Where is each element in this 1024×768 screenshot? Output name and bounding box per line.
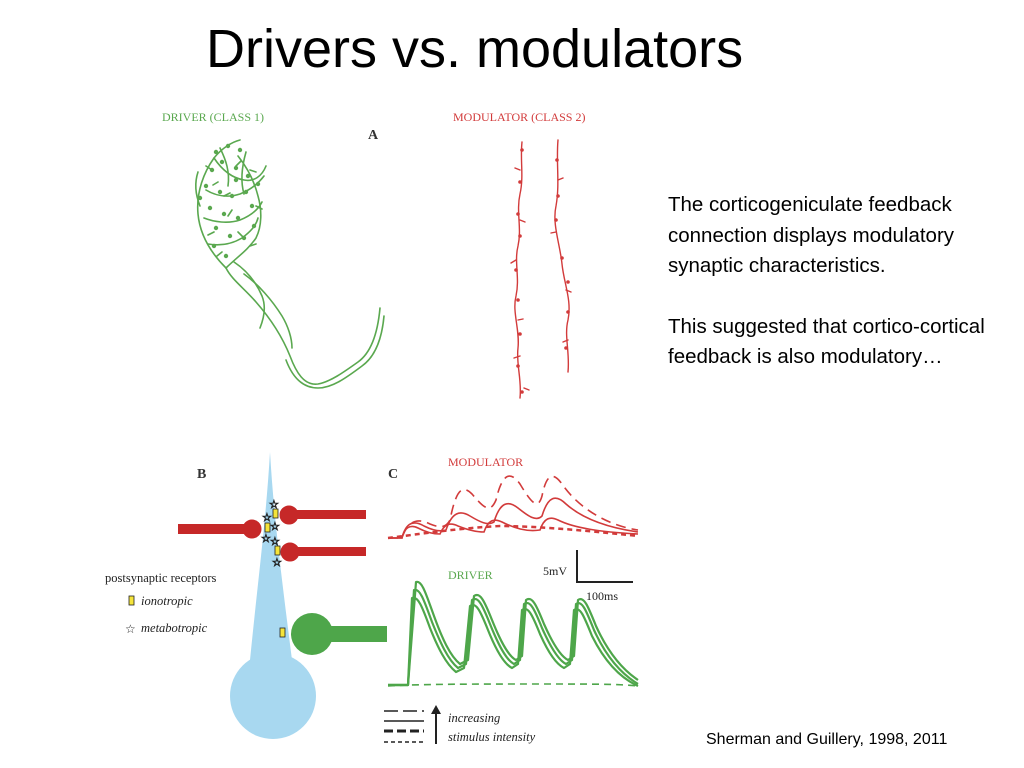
svg-text:☆: ☆ — [261, 533, 271, 545]
intensity-legend-line2: stimulus intensity — [448, 730, 536, 744]
driver-boutons — [197, 143, 261, 259]
svg-text:☆: ☆ — [272, 557, 282, 569]
modulator-traces — [387, 475, 639, 540]
modulator-axons — [510, 139, 572, 399]
svg-text:☆: ☆ — [270, 536, 280, 548]
metabotropic-receptors: ☆ ☆ ☆ ☆ ☆ ☆ — [261, 499, 283, 570]
scale-voltage: 5mV — [543, 564, 567, 578]
panel-c: C MODULATOR 5mV 100ms DRIVER — [384, 455, 639, 744]
panel-c-modulator-label: MODULATOR — [448, 455, 523, 469]
panel-b: B ☆ ☆ ☆ ☆ ☆ — [105, 452, 387, 739]
metabotropic-legend-icon: ☆ — [125, 622, 136, 636]
ionotropic-legend-icon — [128, 595, 135, 606]
legend-ionotropic: ionotropic — [141, 594, 193, 608]
svg-text:☆: ☆ — [269, 499, 279, 511]
panel-a-modulator-label: MODULATOR (CLASS 2) — [453, 110, 585, 124]
ionotropic-receptors — [264, 508, 286, 638]
paragraph-1: The corticogeniculate feedback connectio… — [668, 193, 955, 277]
driver-traces — [387, 580, 639, 688]
paragraph-2: This suggested that cortico-cortical fee… — [668, 314, 985, 369]
modulator-terminals — [178, 505, 366, 562]
panel-a: DRIVER (CLASS 1) A MODULATOR (CLASS 2) — [162, 110, 585, 399]
receptor-legend-title: postsynaptic receptors — [105, 571, 217, 585]
legend-metabotropic: metabotropic — [141, 621, 208, 635]
driver-terminal — [291, 613, 387, 655]
citation: Sherman and Guillery, 1998, 2011 — [706, 731, 948, 748]
cell-soma — [230, 653, 316, 739]
panel-b-letter: B — [197, 467, 206, 482]
driver-axon-arbor — [195, 139, 385, 389]
svg-text:☆: ☆ — [262, 512, 272, 524]
panel-a-driver-label: DRIVER (CLASS 1) — [162, 110, 264, 124]
panel-a-letter: A — [368, 128, 379, 143]
dendrite — [250, 452, 292, 660]
body-text: The corticogeniculate feedback connectio… — [668, 190, 1013, 403]
scale-bar — [576, 550, 633, 583]
panel-c-driver-label: DRIVER — [448, 568, 493, 582]
scale-time: 100ms — [586, 589, 618, 603]
slide-title: Drivers vs. modulators — [206, 19, 744, 79]
svg-text:☆: ☆ — [270, 521, 280, 533]
modulator-boutons — [514, 148, 570, 394]
intensity-legend-lines — [384, 710, 424, 743]
intensity-legend-line1: increasing — [448, 711, 500, 725]
increase-arrow-icon — [431, 705, 441, 744]
panel-c-letter: C — [388, 467, 398, 482]
